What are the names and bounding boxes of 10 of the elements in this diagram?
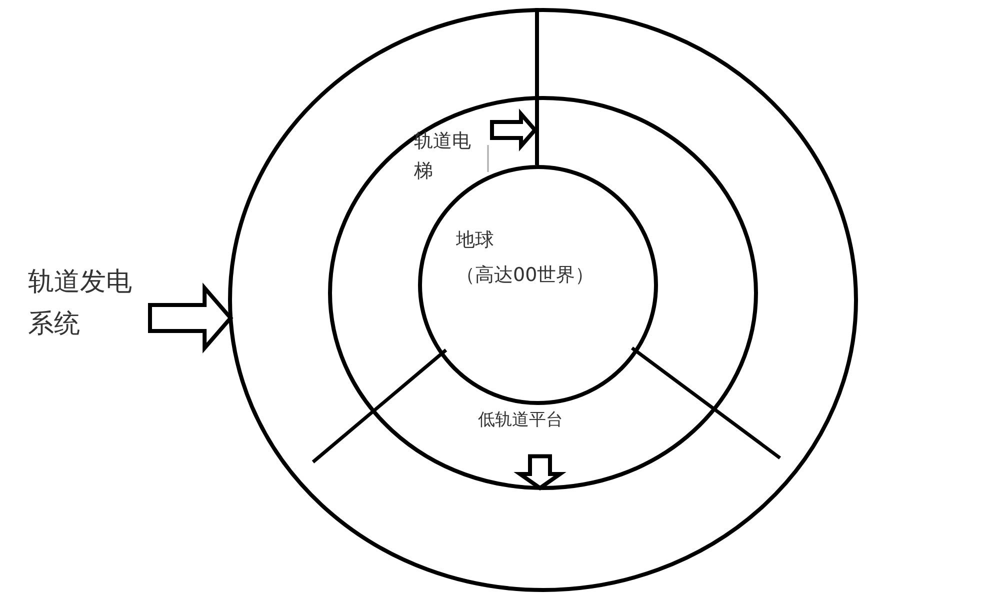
text-label: 轨道发电系统: [28, 262, 140, 346]
node-title: 地球: [456, 228, 494, 253]
block-arrow: [490, 108, 538, 152]
middle-ellipse: [328, 96, 758, 490]
node-text: （高达00世界）: [456, 263, 594, 288]
outer-ellipse: [228, 8, 858, 592]
text-label: 低轨道平台: [478, 407, 588, 434]
text-label: 轨道电梯: [414, 126, 478, 187]
block-arrow: [148, 282, 234, 354]
block-arrow: [514, 454, 566, 490]
